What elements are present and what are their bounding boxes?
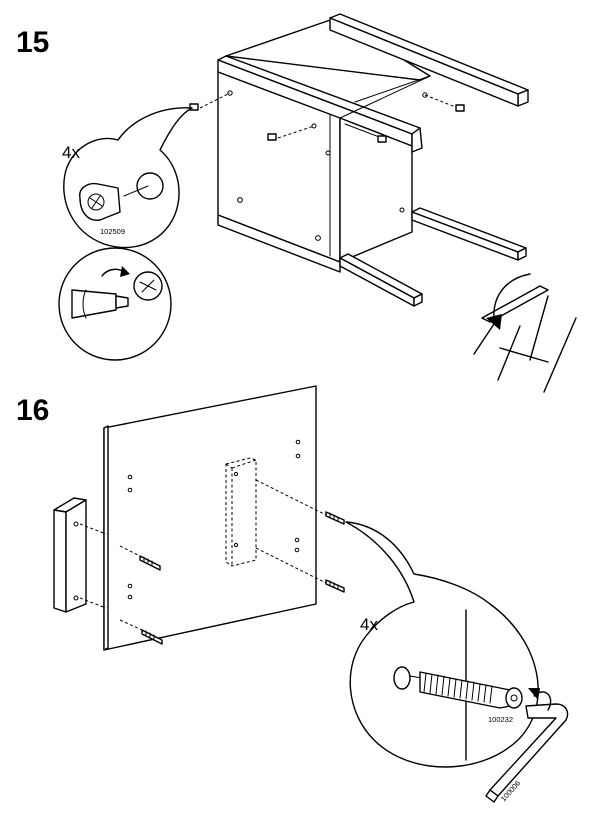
step-16: 16 xyxy=(16,385,569,803)
part-number-16: 100232 xyxy=(488,715,513,724)
detail-bubble-turn-cam xyxy=(58,247,172,361)
cabinet-carcass xyxy=(217,17,431,273)
quantity-label-15: 4x xyxy=(62,143,80,162)
dowel-screw-icon xyxy=(419,671,523,709)
step-15: 15 xyxy=(16,13,577,393)
screwdriver-icon xyxy=(71,289,129,319)
flip-diagram xyxy=(473,273,577,393)
step-number-15: 15 xyxy=(16,26,49,59)
cam-screws xyxy=(189,92,465,143)
step-number-16: 16 xyxy=(16,394,49,427)
hidden-block-outline xyxy=(225,457,257,567)
detail-bubble-cam-lock: 4x 102509 xyxy=(62,107,193,249)
dowel-screws xyxy=(119,511,345,645)
quantity-label-16: 4x xyxy=(360,615,378,634)
part-number-15: 102509 xyxy=(100,227,125,236)
allen-key-icon: 100006 xyxy=(485,703,569,803)
cabinet-legs xyxy=(329,13,529,307)
plinth-block xyxy=(53,497,107,613)
side-panel xyxy=(103,385,317,651)
cam-lock-fitting-icon xyxy=(79,182,121,221)
detail-bubble-dowel: 4x 100232 100006 xyxy=(345,521,569,803)
